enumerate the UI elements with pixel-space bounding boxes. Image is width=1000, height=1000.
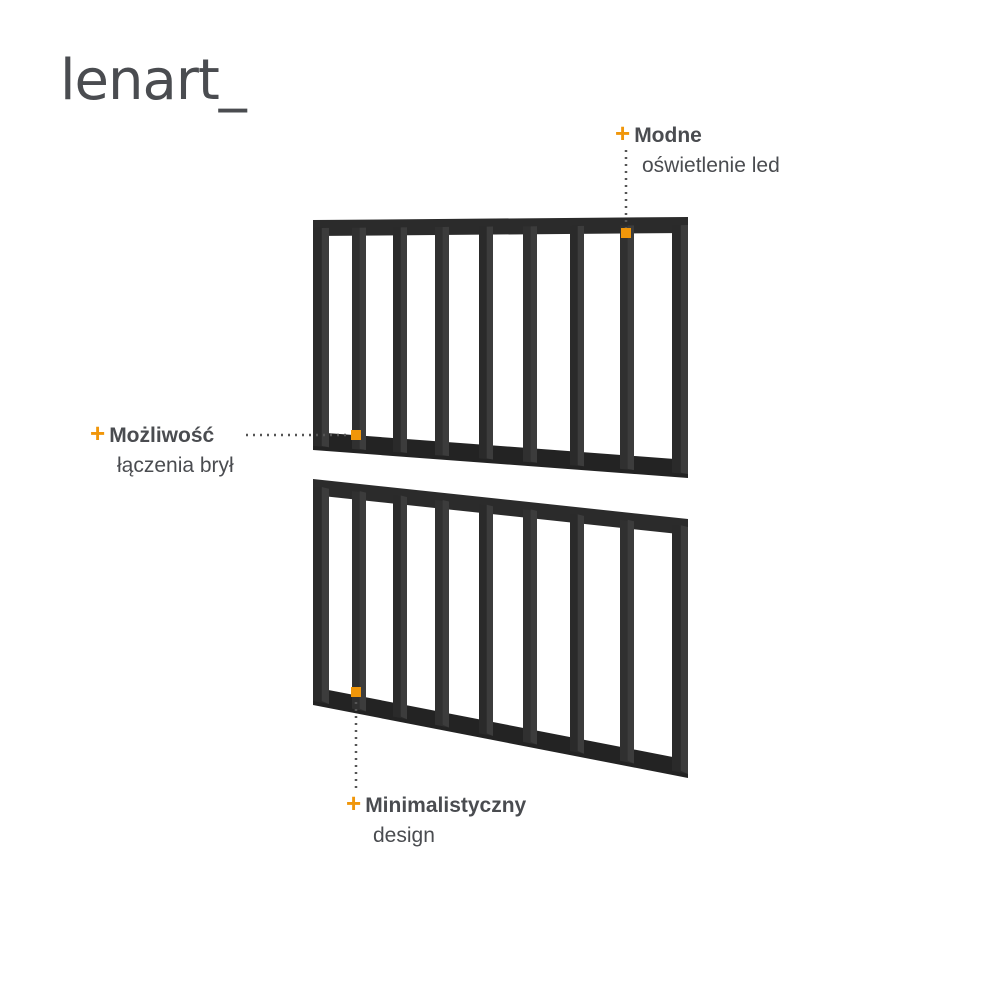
hotspot-design-marker[interactable]	[351, 687, 361, 697]
lower-panel-slat-shade	[680, 525, 688, 774]
hotspot-connect-marker[interactable]	[351, 430, 361, 440]
hotspot-led-marker[interactable]	[621, 228, 631, 238]
callout-design: +Minimalistyczny design	[346, 788, 526, 851]
brand-logo: lenart_	[60, 48, 247, 113]
upper-panel-slat-shade	[627, 225, 634, 470]
upper-panel-slat-shade	[400, 227, 407, 454]
lower-panel-slat-shade	[577, 514, 584, 754]
callout-title: Możliwość	[109, 424, 215, 447]
lower-panel-slat-shade	[530, 509, 537, 745]
callout-subtitle: oświetlenie led	[642, 154, 780, 177]
callout-connect: +Możliwość łączenia brył	[90, 418, 234, 481]
upper-panel-slat-shade	[486, 226, 493, 460]
logo-text: lenart_	[60, 48, 247, 113]
callout-subtitle: design	[373, 824, 435, 847]
upper-panel-slat-shade	[442, 226, 449, 457]
lower-panel-slat-shade	[321, 487, 329, 705]
lower-panel-slat-shade	[400, 495, 407, 720]
callout-led: +Modne oświetlenie led	[615, 118, 780, 181]
plus-icon: +	[346, 788, 362, 818]
callout-title: Minimalistyczny	[365, 794, 527, 817]
lower-panel-slat-shade	[627, 519, 634, 764]
lower-panel-slat-shade	[486, 504, 493, 737]
lower-panel-slat-shade	[442, 500, 449, 728]
callout-subtitle: łączenia brył	[117, 454, 234, 477]
plus-icon: +	[90, 418, 106, 448]
lower-panel-top-rail	[313, 479, 688, 535]
lower-panel-slat-shade	[359, 491, 366, 712]
upper-panel-slat-shade	[680, 225, 688, 474]
upper-panel-slat-shade	[530, 226, 537, 463]
upper-panel-slat-shade	[359, 227, 366, 450]
upper-panel-slat-shade	[321, 227, 329, 448]
callout-title: Modne	[634, 124, 702, 147]
plus-icon: +	[615, 118, 631, 148]
upper-panel-slat-shade	[577, 225, 584, 467]
